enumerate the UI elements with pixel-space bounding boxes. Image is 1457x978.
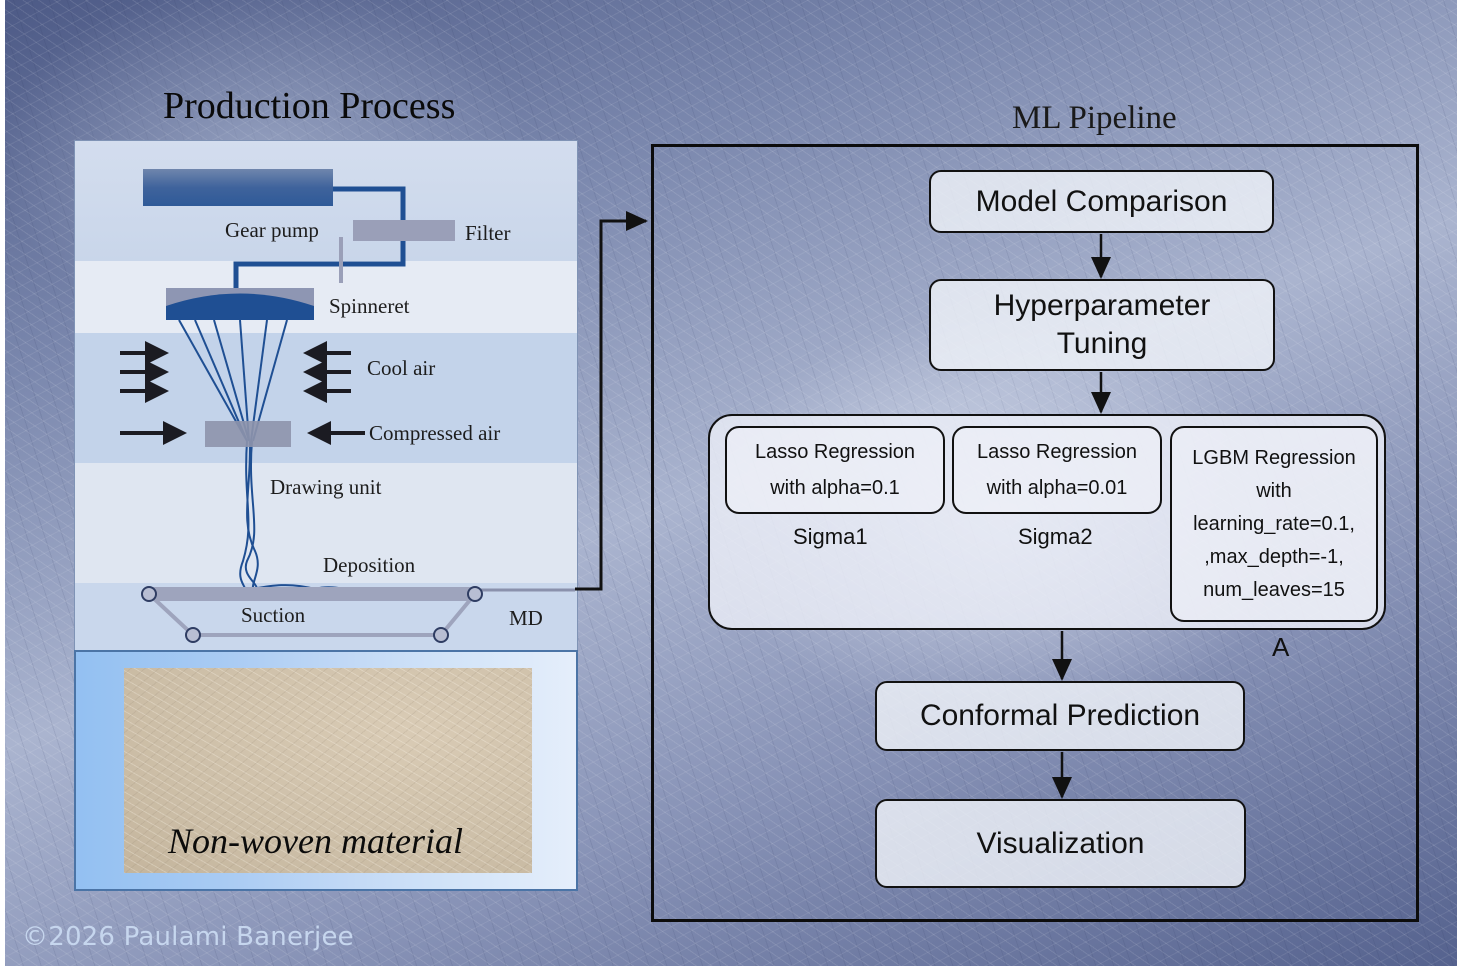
band-drawing [75, 463, 577, 583]
model-lgbm-line4: ,max_depth=-1, [1204, 545, 1344, 568]
copyright-notice: ©2026 Paulami Banerjee [22, 922, 354, 952]
fibers [178, 319, 356, 592]
label-compressed-air: Compressed air [369, 421, 501, 445]
melt-line [233, 186, 406, 289]
label-suction: Suction [241, 603, 306, 627]
step-conformal-prediction-label: Conformal Prediction [919, 699, 1201, 732]
production-process-panel: Gear pump Filter Spinneret Cool air Comp… [74, 140, 578, 652]
step-model-comparison-label: Model Comparison [975, 184, 1228, 218]
caption-sigma1: Sigma1 [793, 524, 868, 549]
step-visualization: Visualization [875, 799, 1246, 888]
step-conformal-prediction: Conformal Prediction [875, 681, 1245, 751]
model-lgbm-line2: with [1256, 479, 1292, 502]
model-lasso-2-line2: with alpha=0.01 [986, 477, 1128, 499]
extruder-shape [143, 169, 333, 206]
cool-air-arrows-left [120, 341, 187, 445]
non-woven-material-panel: Non-woven material [74, 650, 578, 891]
filter-shape [353, 220, 455, 241]
non-woven-material-label: Non-woven material [168, 821, 463, 861]
conveyor-belt [149, 587, 479, 601]
step-hyperparameter-label-line2: Tuning [1056, 327, 1148, 360]
spinneret-shape [166, 293, 314, 320]
model-lgbm: LGBM Regression with learning_rate=0.1, … [1170, 426, 1378, 622]
non-woven-material-image: Non-woven material [124, 668, 532, 873]
model-lgbm-line1: LGBM Regression [1192, 446, 1356, 469]
model-lasso-2-line1: Lasso Regression [976, 441, 1138, 463]
conveyor-loop [147, 592, 477, 637]
production-process-title: Production Process [163, 85, 456, 127]
label-spinneret: Spinneret [329, 294, 410, 318]
conveyor-rollers [141, 586, 483, 643]
model-lgbm-line5: num_leaves=15 [1203, 578, 1345, 601]
model-lasso-1-line1: Lasso Regression [754, 441, 916, 463]
gear-pump-shape [339, 237, 343, 283]
model-lasso-1-line2: with alpha=0.1 [770, 477, 900, 499]
ml-pipeline-frame [651, 144, 1419, 922]
drawing-unit-shape [205, 421, 291, 447]
caption-sigma2: Sigma2 [1018, 524, 1093, 549]
label-drawing-unit: Drawing unit [270, 475, 382, 499]
ml-pipeline-title: ML Pipeline [1012, 100, 1177, 136]
step-hyperparameter-tuning: Hyperparameter Tuning [929, 279, 1275, 371]
band-spinneret [75, 261, 577, 333]
model-group-label: A [1272, 632, 1290, 662]
label-cool-air: Cool air [367, 356, 436, 380]
label-gear-pump: Gear pump [225, 218, 319, 242]
step-visualization-label: Visualization [976, 826, 1145, 860]
label-md: MD [509, 606, 543, 630]
model-lasso-alpha-0-1: Lasso Regression with alpha=0.1 [725, 426, 945, 514]
step-hyperparameter-label-line1: Hyperparameter [993, 289, 1211, 322]
label-deposition: Deposition [323, 553, 416, 577]
model-lgbm-line3: learning_rate=0.1, [1193, 512, 1355, 535]
step-model-comparison: Model Comparison [929, 170, 1274, 233]
model-lasso-alpha-0-01: Lasso Regression with alpha=0.01 [952, 426, 1162, 514]
label-filter: Filter [465, 221, 511, 245]
cool-air-arrows-right [303, 341, 365, 445]
